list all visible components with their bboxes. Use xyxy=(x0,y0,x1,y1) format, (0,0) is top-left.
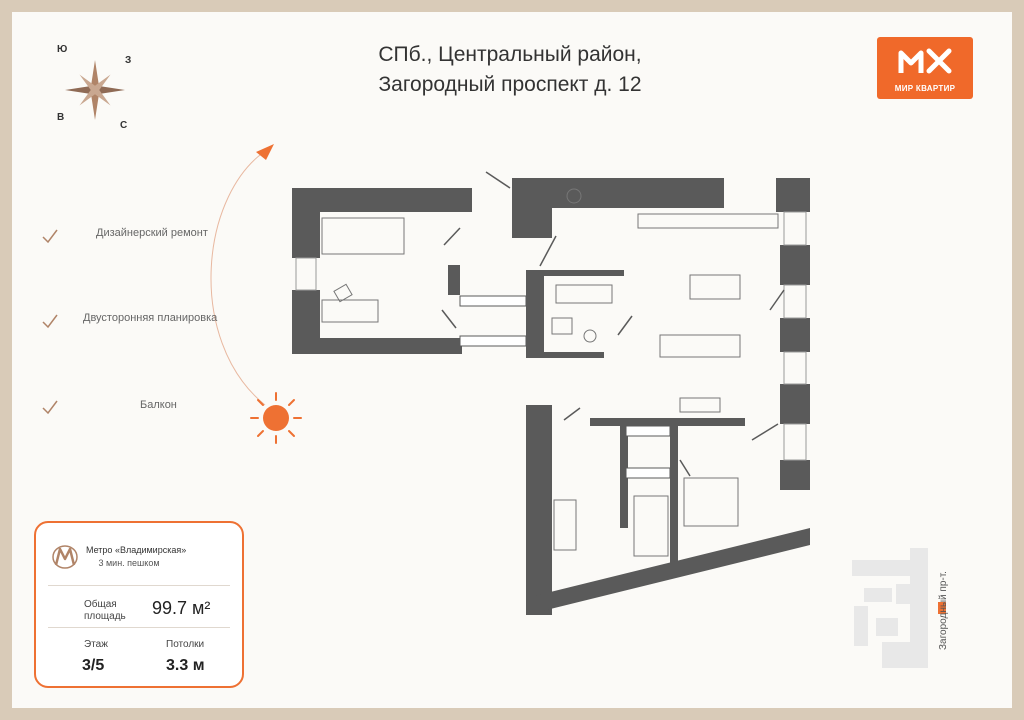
checkmark-icon xyxy=(42,229,58,244)
feature-item: Двусторонняя планировка xyxy=(83,312,218,324)
floor-value: 3/5 xyxy=(82,657,105,674)
brand-name: МИР КВАРТИР xyxy=(894,84,956,93)
area-value: 99.7 м² xyxy=(152,598,211,618)
compass-letter-west: В xyxy=(57,112,65,123)
feature-item: Дизайнерский ремонт xyxy=(96,227,208,239)
sun-path-arrow-icon xyxy=(256,144,274,160)
metro-walk-time: 3 мин. пешком xyxy=(98,558,160,568)
floor-label: Этаж xyxy=(84,639,108,650)
compass-letter-east: З xyxy=(125,55,132,66)
compass-letter-south: С xyxy=(120,120,128,131)
checkmark-icon xyxy=(42,314,58,329)
page-title: СПб., Центральный район, Загородный прос… xyxy=(330,40,690,100)
metro-station-name: Метро «Владимирская» xyxy=(86,545,187,555)
street-label: Загородный пр-т. xyxy=(938,571,949,650)
logo-mark-icon xyxy=(898,48,952,74)
area-label-line1: Общая xyxy=(84,599,117,610)
brand-logo: МИР КВАРТИР xyxy=(877,37,973,99)
sun-icon xyxy=(250,392,302,444)
location-map xyxy=(852,548,946,668)
floor-plan-walls xyxy=(292,178,810,615)
location-marker-icon xyxy=(938,602,946,614)
floor-plan xyxy=(292,171,810,615)
title-line-1: СПб., Центральный район, xyxy=(378,43,642,66)
area-label-line2: площадь xyxy=(84,611,126,622)
compass-rose-icon xyxy=(65,60,125,120)
title-line-2: Загородный проспект д. 12 xyxy=(378,73,642,96)
feature-item: Балкон xyxy=(140,399,177,411)
divider xyxy=(48,627,230,628)
ceiling-label: Потолки xyxy=(166,639,205,650)
metro-icon xyxy=(52,545,78,569)
moon-icon xyxy=(418,117,434,149)
divider xyxy=(48,585,230,586)
compass-letter-north: Ю xyxy=(57,44,68,55)
area-label: Общая площадь xyxy=(84,599,126,623)
ceiling-value: 3.3 м xyxy=(166,657,205,674)
sun-path xyxy=(210,144,274,406)
info-card: Метро «Владимирская» 3 мин. пешком Общая… xyxy=(34,521,244,688)
checkmark-icon xyxy=(42,400,58,415)
